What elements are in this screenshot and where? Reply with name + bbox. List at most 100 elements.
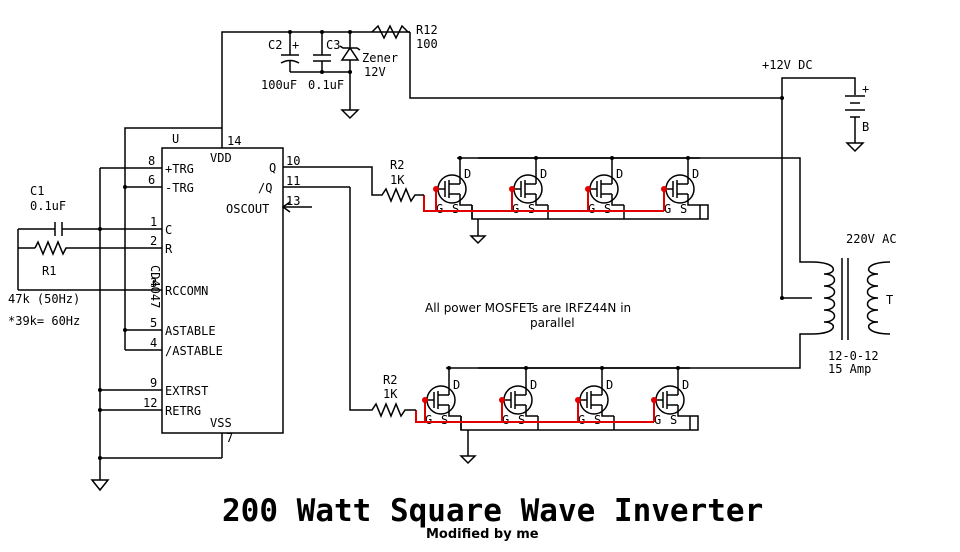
pin-extrst-label: EXTRST [165,384,208,398]
r2-top-name: R2 [390,158,404,172]
bottom-gate-node [422,397,428,403]
pin-ptrg-label: +TRG [165,162,194,176]
top-gate-label: G [664,202,671,216]
bottom-gate-label: G [502,413,509,427]
r12-value: 100 [416,37,438,51]
pin-14-number: 14 [227,134,241,148]
pin-7-number: 7 [226,431,233,445]
r1-resistor [34,240,70,256]
r12-resistor [371,24,410,40]
pin-10-number: 10 [286,154,300,168]
pin-vss-label: VSS [210,416,232,430]
r1-alt-value: *39k= 60Hz [8,314,80,328]
battery-name: B [862,120,869,134]
gate-resistor-bottom: R2 1K [349,187,416,418]
c2-name: C2 [268,38,282,52]
top-source-label: S [604,202,611,216]
r2-bottom-name: R2 [383,373,397,387]
pin-oscout-label: OSCOUT [226,202,269,216]
transformer: 220V AC T 12-0-12 15 Amp [478,157,897,376]
pin-nq-label: /Q [258,181,272,195]
c3-value: 0.1uF [308,78,344,92]
pin-3-number: 3 [150,276,157,290]
pin-11-number: 11 [286,174,300,188]
c1-name: C1 [30,184,44,198]
r1-name: R1 [42,264,56,278]
bottom-gate-node [651,397,657,403]
bottom-ground-symbol [459,455,477,465]
pin-9-number: 9 [150,376,157,390]
bottom-gate-node [575,397,581,403]
bottom-source-label: S [518,413,525,427]
pin-6-number: 6 [148,173,155,187]
pin-r-label: R [165,242,173,256]
top-drain-label: D [464,167,471,181]
top-source-label: S [528,202,535,216]
zener-name: Zener [362,51,398,65]
c1-value: 0.1uF [30,199,66,213]
diagram-title: 200 Watt Square Wave Inverter [222,493,763,529]
c2-value: 100uF [261,78,297,92]
gate-resistor-top: R2 1K [345,158,424,203]
top-drain-label: D [692,167,699,181]
pin-mtrg-label: -TRG [165,181,194,195]
top-gate-node [661,186,667,192]
top-gate-trace [423,195,664,212]
primary-coil [811,261,836,335]
top-source-label: S [680,202,687,216]
zener-diode [340,46,360,61]
r2-bottom-value: 1K [383,387,398,401]
ic-unit-label: U [172,132,179,146]
pin-2-number: 2 [150,234,157,248]
ic-part-name: CD4047 [148,265,162,308]
top-drain-label: D [540,167,547,181]
bottom-gate-label: G [654,413,661,427]
pin-4-number: 4 [150,336,157,350]
transformer-name: T [886,293,893,307]
ground-symbol-left [90,479,110,492]
transformer-rating: 12-0-12 [828,349,879,363]
bottom-gate-label: G [578,413,585,427]
top-gate-node [585,186,591,192]
bottom-source-label: S [441,413,448,427]
top-source-label: S [452,202,459,216]
diagram-subtitle: Modified by me [426,527,539,542]
top-gate-node [433,186,439,192]
bottom-drain-label: D [606,378,613,392]
bottom-drain-label: D [682,378,689,392]
pin-q-label: Q [269,161,276,175]
pin-rccomn-label: RCCOMN [165,284,208,298]
bottom-source-label: S [670,413,677,427]
zener-value: 12V [364,65,386,79]
battery-label: +12V DC [762,58,813,72]
top-gate-label: G [588,202,595,216]
top-drain-label: D [616,167,623,181]
c3-name: C3 [326,38,340,52]
mosfet-note-line1: All power MOSFETs are IRFZ44N in [425,301,631,315]
battery-plus: + [862,82,869,96]
transformer-output-label: 220V AC [846,232,897,246]
pin-1-number: 1 [150,215,157,229]
transformer-current: 15 Amp [828,362,871,376]
supply-filter: C2 + 100uF C3 0.1uF Zener 12V R12 100 [221,23,782,128]
top-ground-symbol [469,235,487,245]
pin-astable-label: ASTABLE [165,324,216,338]
pin-8-number: 8 [148,154,155,168]
ground-symbol-supply [340,109,360,120]
pin-nastable-label: /ASTABLE [165,344,223,358]
left-wiring: C1 0.1uF R1 47k (50Hz) *39k= 60Hz [8,127,222,492]
r1-value: 47k (50Hz) [8,292,80,306]
ground-symbol-battery [845,142,865,153]
secondary-coil [866,261,891,335]
